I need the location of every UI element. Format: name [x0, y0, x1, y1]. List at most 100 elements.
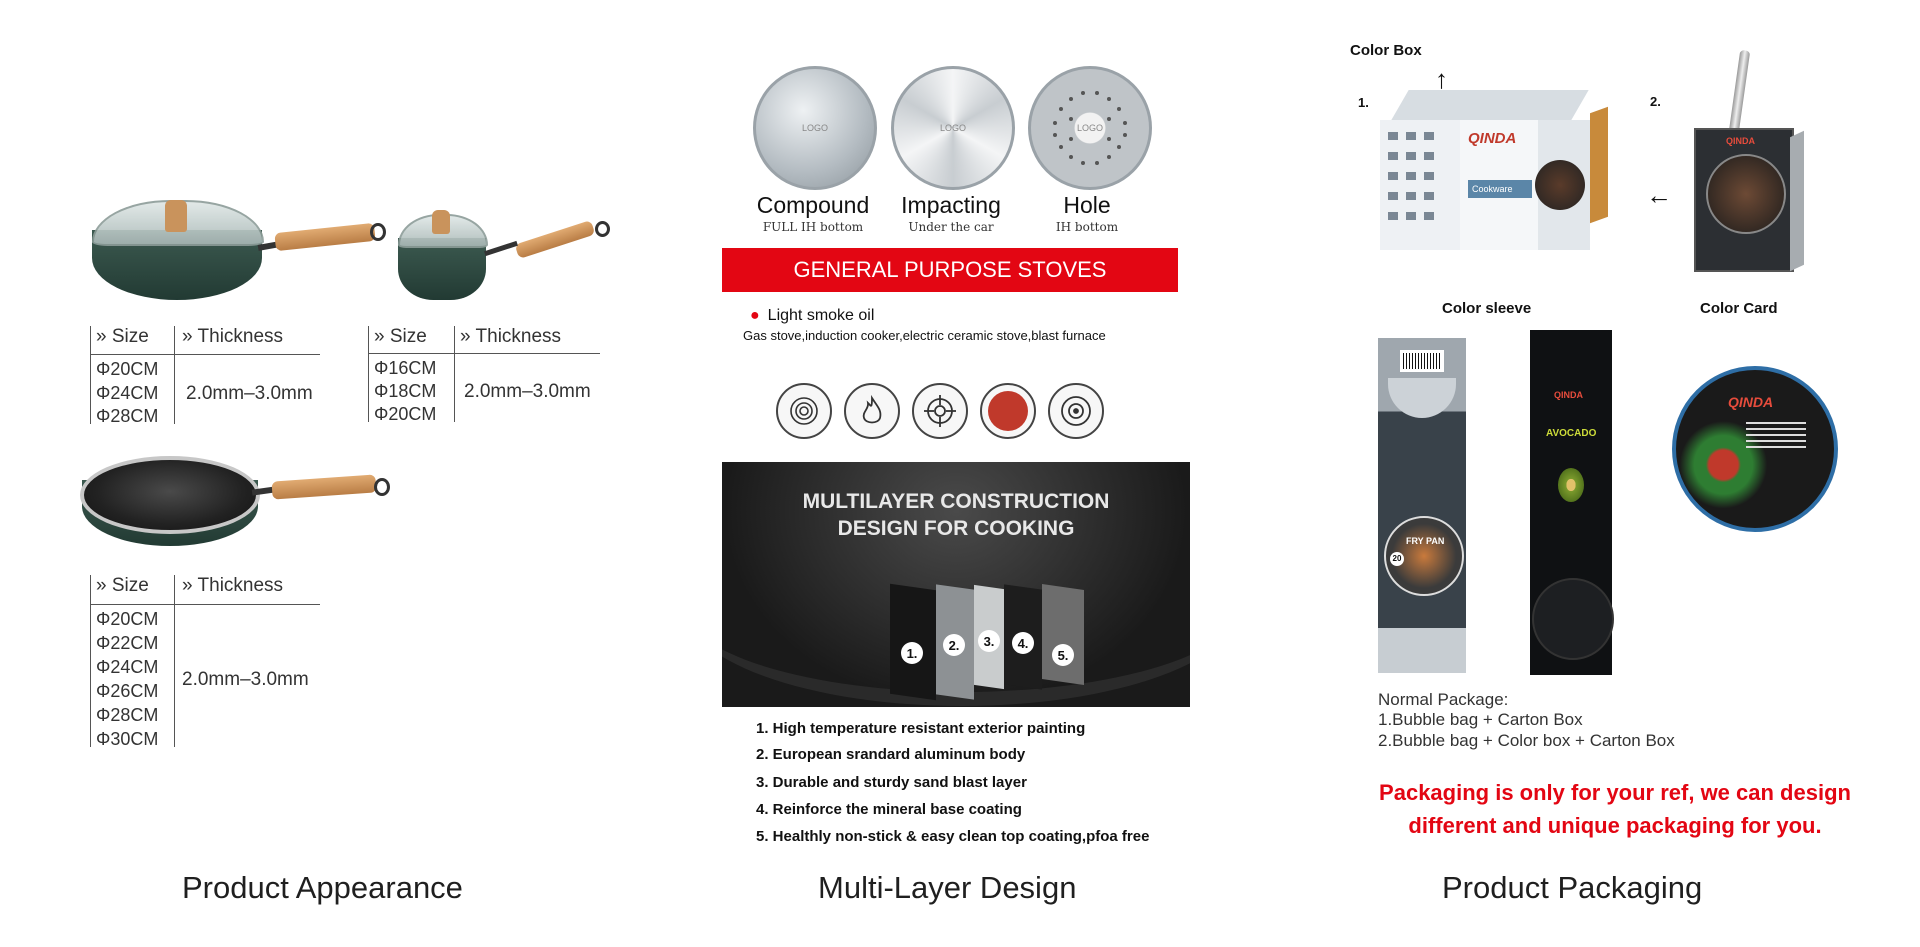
red-bullet-icon: ●	[750, 307, 760, 324]
fry-pan-label: FRY PAN	[1406, 536, 1445, 546]
package-number: 2.	[1650, 94, 1661, 109]
layer-number: 4.	[1012, 632, 1034, 654]
box-left-face	[1380, 120, 1460, 250]
logo-placeholder: LOGO	[802, 123, 829, 133]
wok-lid-knob	[165, 200, 187, 232]
sleeve-bottom	[1378, 628, 1466, 673]
wok-handle	[274, 222, 376, 252]
thickness-header: » Thickness	[182, 326, 284, 347]
color-sleeve-black: QINDA AVOCADO	[1530, 330, 1614, 675]
normal-package-option-2: 2.Bubble bag + Color box + Carton Box	[1378, 731, 1675, 750]
bottom-label-hole: Hole	[1063, 192, 1111, 218]
layer-5	[1042, 584, 1084, 685]
saucepan-body	[398, 238, 486, 300]
layer-description: 4. Reinforce the mineral base coating	[756, 801, 1022, 818]
saucepan-handle	[514, 220, 596, 259]
color-sleeve-label: Color sleeve	[1442, 300, 1532, 317]
size-value: Φ22CM	[96, 633, 159, 653]
spec-table-saucepan: » Size » Thickness Φ16CM Φ18CM Φ20CM 2.0…	[360, 326, 600, 426]
wok-handle-ring	[370, 223, 386, 241]
saucepan-lid-knob	[432, 210, 450, 234]
color-card-label: Color Card	[1700, 300, 1778, 317]
color-box-image: QINDA Cookware	[1380, 80, 1612, 260]
normal-package-option-1: 1.Bubble bag + Carton Box	[1378, 710, 1583, 729]
layer-description: 2. European srandard aluminum body	[756, 746, 1026, 763]
layer-number: 5.	[1052, 644, 1074, 666]
fry-pan-handle	[271, 474, 377, 500]
thickness-value: 2.0mm–3.0mm	[186, 383, 313, 404]
compound-bottom-disk: LOGO	[753, 66, 877, 190]
display-box-image: QINDA	[1690, 49, 1810, 272]
normal-package-title: Normal Package:	[1378, 690, 1509, 709]
thickness-value: 2.0mm–3.0mm	[464, 381, 591, 402]
pan-photo	[1535, 160, 1585, 210]
brand-logo: QINDA	[1726, 136, 1755, 146]
barcode-icon	[1400, 350, 1444, 372]
caption-multi-layer-design: Multi-Layer Design	[818, 870, 1077, 905]
impacting-bottom-disk: LOGO	[891, 66, 1015, 190]
layer-description: 5. Healthly non-stick & easy clean top c…	[756, 828, 1150, 845]
hole-bottom-disk: LOGO	[1028, 66, 1152, 190]
fry-pan-handle-ring	[374, 478, 390, 496]
left-arrow-icon: ←	[1646, 180, 1672, 210]
layer-description: 1. High temperature resistant exterior p…	[756, 720, 1086, 737]
bottom-sub-hole: IH bottom	[1055, 220, 1119, 234]
pan-photo	[1706, 154, 1786, 234]
fry-pan-nonstick-surface	[80, 456, 260, 534]
gas-burner-icon	[912, 383, 968, 439]
bottom-label-compound: Compound	[756, 192, 870, 218]
pan-handle-image	[1727, 49, 1751, 141]
brand-logo: QINDA	[1728, 394, 1774, 410]
product-packaging-panel: Color Box ↑ 1. QINDA Cookware ← 2.	[1310, 0, 1920, 947]
package-number: 1.	[1358, 95, 1369, 110]
sleeve-top-circle	[1388, 378, 1456, 418]
stove-types-text: Gas stove,induction cooker,electric cera…	[743, 328, 1106, 343]
brand-logo: QINDA	[1554, 390, 1583, 400]
card-text-lines	[1746, 418, 1806, 474]
bottom-label-impacting: Impacting	[901, 192, 1001, 218]
color-box-label: Color Box	[1350, 42, 1422, 59]
saucepan-handle-ring	[595, 221, 610, 237]
size-value: Φ16CM	[374, 358, 437, 378]
size-header: » Size	[374, 326, 427, 347]
spec-table-wok: » Size » Thickness Φ20CM Φ24CM Φ28CM 2.0…	[82, 326, 322, 426]
thickness-value: 2.0mm–3.0mm	[182, 669, 309, 690]
box-front-face: QINDA Cookware	[1460, 120, 1590, 250]
multi-layer-design-panel: LOGO LOGO LOGO Compound FULL IH bottom I…	[680, 0, 1310, 947]
size-value: Φ28CM	[96, 406, 159, 426]
size-value: Φ20CM	[96, 359, 159, 379]
layer-number: 2.	[943, 634, 965, 656]
caption-product-packaging: Product Packaging	[1442, 870, 1703, 905]
cookware-label: Cookware	[1468, 180, 1532, 198]
induction-coil-icon	[776, 383, 832, 439]
box-side-accent	[1590, 106, 1608, 224]
display-box-front: QINDA	[1694, 128, 1794, 272]
avocado-label: AVOCADO	[1546, 428, 1597, 439]
spec-table-fry-pan: » Size » Thickness Φ20CM Φ22CM Φ24CM Φ26…	[82, 575, 322, 750]
product-appearance-panel: » Size » Thickness Φ20CM Φ24CM Φ28CM 2.0…	[0, 0, 680, 947]
packaging-note-line2: different and unique packaging for you.	[1408, 813, 1822, 838]
saucepan-handle-shaft	[484, 240, 518, 257]
avocado-icon	[1558, 468, 1584, 502]
sleeve-circle	[1532, 578, 1614, 660]
size-value: Φ30CM	[96, 729, 159, 749]
logo-placeholder: LOGO	[1077, 123, 1104, 133]
packaging-note-line1: Packaging is only for your ref, we can d…	[1379, 780, 1851, 805]
flame-icon	[844, 383, 900, 439]
light-smoke-oil-bullet: ●Light smoke oil	[750, 307, 875, 324]
layer-description: 3. Durable and sturdy sand blast layer	[756, 774, 1027, 791]
bottom-sub-compound: FULL IH bottom	[762, 220, 864, 234]
brand-logo: QINDA	[1468, 130, 1517, 147]
color-card-image: QINDA	[1672, 366, 1838, 532]
up-arrow-icon: ↑	[1435, 64, 1448, 94]
logo-placeholder: LOGO	[940, 123, 967, 133]
sleeve-pan-photo: FRY PAN 20	[1384, 516, 1464, 596]
size-value: Φ18CM	[374, 381, 437, 401]
size-value: Φ28CM	[96, 705, 159, 725]
size-value: Φ26CM	[96, 681, 159, 701]
bottom-sub-impacting: Under the car	[908, 220, 994, 234]
size-value: Φ24CM	[96, 383, 159, 403]
size-value: Φ24CM	[96, 657, 159, 677]
multilayer-construction-image: MULTILAYER CONSTRUCTION DESIGN FOR COOKI…	[722, 462, 1190, 707]
color-sleeve-grey: FRY PAN 20	[1378, 338, 1466, 673]
